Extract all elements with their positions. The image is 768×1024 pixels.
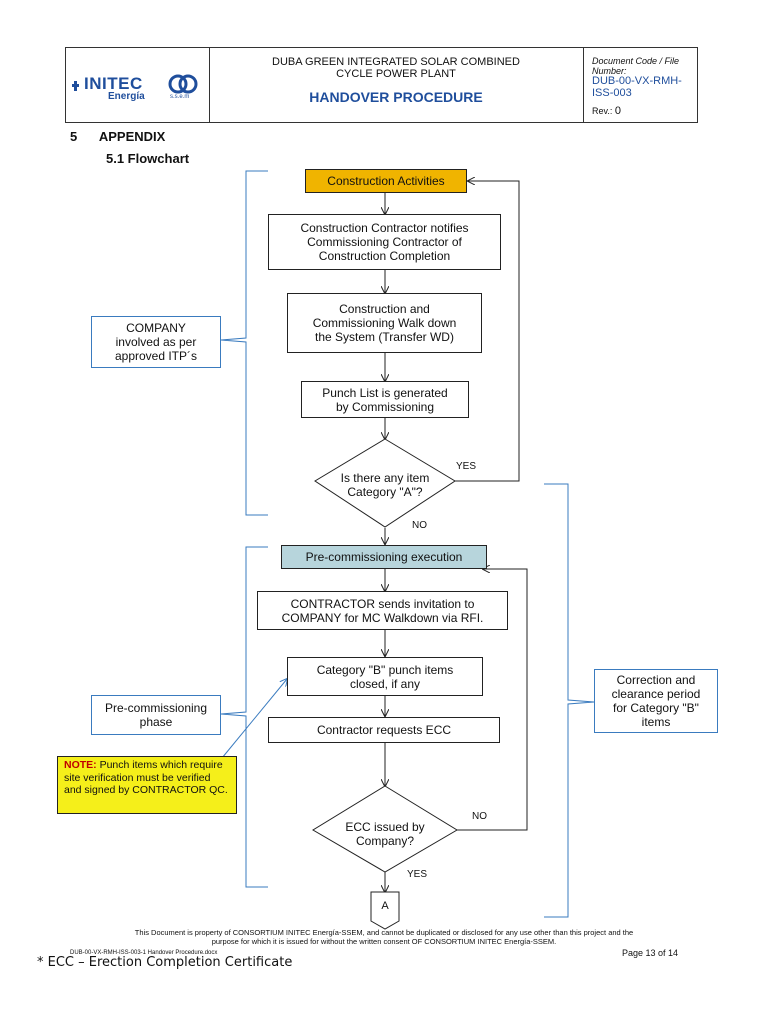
rev-value: 0 xyxy=(614,105,621,117)
logo-ssem: s.s.e.m xyxy=(170,94,190,100)
footer-page-number: Page 13 of 14 xyxy=(622,948,679,958)
company-note: COMPANY involved as per approved ITP´s xyxy=(91,316,221,368)
no-a-label: NO xyxy=(412,520,427,531)
initec-logo: INITEC Energía s.s.e.m xyxy=(72,72,207,102)
note-text: Punch items which require site verificat… xyxy=(64,759,228,796)
construction-activities-text: Construction Activities xyxy=(327,174,445,188)
section-number: 5 xyxy=(70,129,78,144)
yes-a-label: YES xyxy=(456,461,477,472)
project-title: DUBA GREEN INTEGRATED SOLAR COMBINED CYC… xyxy=(272,56,520,80)
note-box: NOTE: Punch items which require site ver… xyxy=(57,756,237,814)
category-b-text: Category "B" punch items closed, if any xyxy=(316,662,454,691)
yes-ecc-label: YES xyxy=(407,869,428,880)
footer-disclaimer: This Document is property of CONSORTIUM … xyxy=(134,928,634,946)
document-header: INITEC Energía s.s.e.m DUBA GREEN INTEGR… xyxy=(65,47,698,123)
construction-activities-box: Construction Activities xyxy=(305,169,467,193)
decision-a-text: Is there any item Category "A"? xyxy=(340,471,430,499)
doc-code-label: Document Code / File Number: xyxy=(592,56,680,76)
logo-text: INITEC xyxy=(84,74,143,93)
doc-code: DUB-00-VX-RMH-ISS-003 xyxy=(592,75,682,99)
subsection-heading: 5.1 Flowchart xyxy=(106,151,190,166)
request-ecc-box: Contractor requests ECC xyxy=(268,717,500,743)
logo-sub: Energía xyxy=(108,91,145,102)
code-cell: Document Code / File Number: DUB-00-VX-R… xyxy=(583,48,697,122)
no-ecc-label: NO xyxy=(472,811,487,822)
note-label: NOTE: xyxy=(64,759,97,771)
category-b-box: Category "B" punch items closed, if any xyxy=(287,657,483,696)
request-ecc-text: Contractor requests ECC xyxy=(316,723,452,737)
invitation-text: CONTRACTOR sends invitation to COMPANY f… xyxy=(281,596,484,625)
punch-list-text: Punch List is generated by Commissioning xyxy=(322,385,448,414)
precommissioning-phase-note: Pre-commissioning phase xyxy=(91,695,221,735)
decision-ecc-text: ECC issued by Company? xyxy=(345,820,425,848)
notify-box: Construction Contractor notifies Commiss… xyxy=(268,214,501,270)
logo-cell: INITEC Energía s.s.e.m xyxy=(66,48,210,122)
connector-a: A xyxy=(381,900,389,912)
title-cell: DUBA GREEN INTEGRATED SOLAR COMBINED CYC… xyxy=(209,48,584,122)
rev-label: Rev.: xyxy=(592,106,613,116)
precommissioning-exec-box: Pre-commissioning execution xyxy=(281,545,487,569)
correction-note: Correction and clearance period for Cate… xyxy=(594,669,718,733)
section-heading: 5 APPENDIX xyxy=(70,129,165,144)
notify-text: Construction Contractor notifies Commiss… xyxy=(300,221,469,263)
walkdown-text: Construction and Commissioning Walk down… xyxy=(312,302,457,344)
walkdown-box: Construction and Commissioning Walk down… xyxy=(287,293,482,353)
section-title: APPENDIX xyxy=(98,129,166,144)
doc-title: HANDOVER PROCEDURE xyxy=(309,89,483,105)
rev-row: Rev.: 0 xyxy=(592,105,621,117)
correction-text: Correction and clearance period for Cate… xyxy=(611,673,701,729)
precommissioning-exec-text: Pre-commissioning execution xyxy=(305,550,463,564)
precommissioning-phase-text: Pre-commissioning phase xyxy=(104,701,208,729)
invitation-box: CONTRACTOR sends invitation to COMPANY f… xyxy=(257,591,508,630)
company-note-text: COMPANY involved as per approved ITP´s xyxy=(114,321,198,363)
punch-list-box: Punch List is generated by Commissioning xyxy=(301,381,469,418)
footer-file-name: DUB-00-VX-RMH-ISS-003-1 Handover Procedu… xyxy=(70,950,218,956)
footnote-ecc: * ECC – Erection Completion Certificate xyxy=(37,955,293,970)
